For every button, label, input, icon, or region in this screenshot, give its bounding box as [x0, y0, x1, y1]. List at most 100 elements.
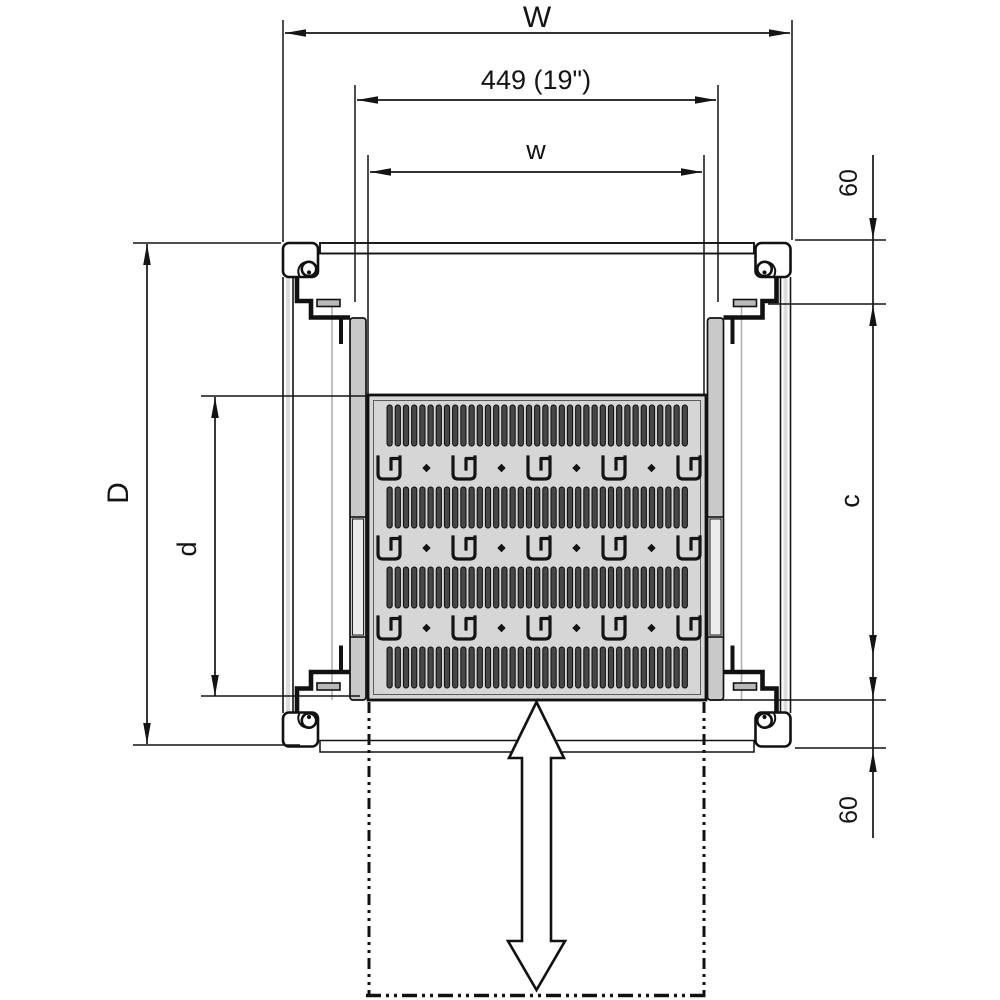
vent-slot — [452, 404, 459, 447]
vent-slot — [517, 486, 524, 529]
vent-slot — [542, 486, 549, 529]
vent-slot — [517, 646, 524, 689]
vent-slot — [583, 646, 590, 689]
vent-slot — [542, 566, 549, 609]
vent-slot — [517, 566, 524, 609]
vent-slot — [517, 404, 524, 447]
vent-slot — [575, 646, 582, 689]
vent-slot — [419, 646, 426, 689]
vent-slot — [599, 646, 606, 689]
vent-slot — [525, 566, 533, 609]
label-mounting-width: 449 (19") — [481, 65, 591, 95]
label-overall-width: W — [523, 1, 552, 34]
vent-slot — [632, 404, 639, 447]
diamond-index-mark — [497, 463, 506, 473]
vent-slot — [657, 486, 664, 529]
vent-slot — [460, 646, 467, 689]
diamond-index-mark — [572, 463, 581, 473]
vent-slot — [599, 566, 606, 609]
vent-slot — [657, 566, 664, 609]
vent-slot — [419, 404, 426, 447]
vent-slot — [411, 566, 418, 609]
vent-slot — [468, 404, 475, 447]
vent-slot — [665, 566, 672, 609]
u-channel-cutout — [376, 615, 402, 641]
vent-slot — [632, 646, 639, 689]
vent-slot — [534, 646, 541, 689]
u-channel-cutout — [526, 455, 552, 481]
vent-slot — [558, 566, 565, 609]
u-channel-cutout — [526, 615, 552, 641]
vent-slot — [419, 566, 426, 609]
vent-slot — [476, 646, 483, 689]
u-channel-cutout — [601, 535, 627, 561]
vent-slot — [616, 566, 623, 609]
dimension-overall-width: W — [282, 1, 793, 242]
slide-rail-right — [706, 317, 725, 701]
vent-slot — [591, 486, 598, 529]
vent-slot — [591, 404, 598, 447]
dimension-mounting-width: 449 (19") — [354, 65, 719, 302]
vent-slot — [648, 646, 656, 689]
u-channel-cutout — [601, 615, 627, 641]
vent-slot — [566, 646, 574, 689]
vent-slot — [525, 486, 533, 529]
vent-slot — [525, 404, 533, 447]
vent-slot — [616, 646, 623, 689]
vent-slot — [386, 646, 393, 689]
u-channel-cutout — [451, 535, 477, 561]
vent-slot — [435, 404, 442, 447]
vent-slot — [648, 486, 656, 529]
vent-slot — [566, 566, 574, 609]
vent-slot — [534, 404, 541, 447]
vent-slot — [550, 566, 557, 609]
vent-slot — [394, 404, 401, 447]
vent-slot — [648, 566, 656, 609]
vent-slots — [386, 404, 688, 689]
vent-slot — [452, 486, 459, 529]
vent-slot — [402, 566, 410, 609]
shelf-plate — [366, 393, 708, 702]
vent-slot — [624, 404, 631, 447]
vent-slot — [591, 566, 598, 609]
vent-slot — [591, 646, 598, 689]
vent-slot — [673, 404, 680, 447]
vent-slot — [624, 646, 631, 689]
label-rear-offset: 60 — [835, 796, 863, 824]
vent-slot — [476, 566, 483, 609]
vent-slot — [484, 566, 492, 609]
vent-slot — [411, 404, 418, 447]
vent-slot — [476, 404, 483, 447]
vent-slot — [411, 486, 418, 529]
vent-slot — [665, 486, 672, 529]
pull-out-direction-arrow-icon — [505, 699, 568, 993]
vent-slot — [616, 486, 623, 529]
vent-slot — [583, 486, 590, 529]
vent-slot — [673, 486, 680, 529]
vent-slot — [443, 566, 451, 609]
vent-slot — [665, 404, 672, 447]
vent-slot — [681, 646, 688, 689]
vent-slot — [435, 566, 442, 609]
vent-slot — [525, 646, 533, 689]
diamond-index-mark — [647, 463, 656, 473]
u-channel-cutout — [451, 615, 477, 641]
vent-slot — [402, 404, 410, 447]
vent-slot — [411, 646, 418, 689]
vent-slot — [509, 646, 516, 689]
vent-slot — [681, 566, 688, 609]
u-channel-cutout — [526, 535, 552, 561]
diamond-index-mark — [572, 623, 581, 633]
vent-slot — [616, 404, 623, 447]
vent-slot — [534, 566, 541, 609]
vent-slot — [575, 404, 582, 447]
vent-slot — [665, 646, 672, 689]
vent-slot — [427, 566, 434, 609]
vent-slot — [550, 404, 557, 447]
vent-slot — [558, 404, 565, 447]
vent-slot — [534, 486, 541, 529]
dimension-overall-depth: D — [102, 242, 300, 746]
vent-slot — [394, 566, 401, 609]
vent-slot — [435, 646, 442, 689]
